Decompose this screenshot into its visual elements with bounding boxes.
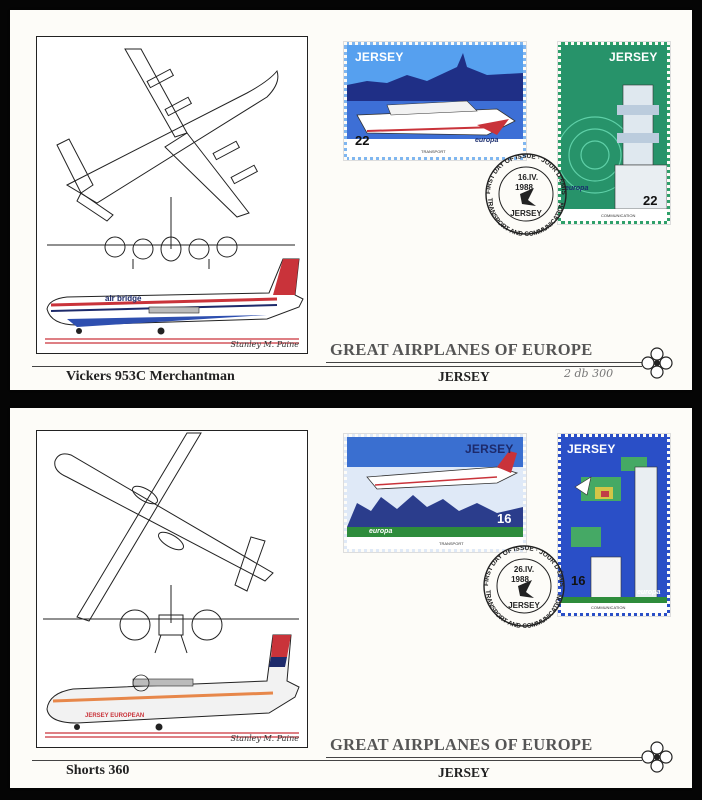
country-name: JERSEY — [438, 369, 490, 384]
plane-name: Shorts 360 — [66, 763, 130, 778]
stamp-brand: JERSEY — [355, 50, 404, 64]
stamp-transport: JERSEY 22 europa TRANSPORT — [343, 41, 527, 161]
shorts-drawing: JERSEY EUROPEAN — [43, 432, 300, 738]
cachet-illustration: JERSEY EUROPEAN Stanley M. Paine — [36, 430, 308, 748]
europa-label: europa — [637, 589, 661, 596]
stamp-art-aircraft — [347, 437, 523, 549]
stamp-art-ferry — [347, 45, 523, 157]
artist-signature: Stanley M. Paine — [230, 734, 300, 743]
cachet-illustration: air bridge Stanley M. Paine — [36, 36, 308, 354]
stamp-value: 16 — [571, 573, 586, 588]
clover-logo-icon — [641, 741, 673, 773]
europa-label: europa — [475, 137, 499, 144]
series-title: GREAT AIRPLANES OF EUROPE — [330, 340, 593, 359]
artist-signature: Stanley M. Paine — [230, 340, 300, 349]
stamp-art-tower — [561, 45, 667, 221]
stamp-communication: JERSEY 22 europa COMMUNICATION — [557, 41, 671, 225]
vickers-drawing: air bridge — [45, 48, 304, 344]
bottom-rule — [32, 366, 642, 367]
stamp-brand: JERSEY — [609, 50, 658, 64]
stamp-caption: TRANSPORT — [421, 149, 446, 154]
first-day-postmark: FIRST DAY OF ISSUE · JOUR D'ÉMISSION TRA… — [478, 146, 567, 238]
pencil-note: 2 db 300 — [564, 367, 614, 380]
europa-label: europa — [565, 185, 589, 192]
stamp-art-weather-radar — [561, 437, 667, 613]
bottom-rule — [32, 760, 642, 761]
postmark-year: 1988 — [511, 575, 529, 584]
plane-name: Vickers 953C Merchantman — [66, 369, 235, 384]
stamp-brand: JERSEY — [465, 442, 514, 456]
stamp-communication: JERSEY 16 europa COMMUNICATION — [557, 433, 671, 617]
stamp-value: 16 — [497, 511, 512, 526]
stamp-value: 22 — [355, 133, 370, 148]
europa-label: europa — [369, 528, 393, 535]
postmark-year: 1988 — [515, 183, 533, 192]
stamp-caption: TRANSPORT — [439, 541, 464, 546]
title-rule — [326, 362, 642, 363]
postmark-place: JERSEY — [508, 601, 540, 610]
stamp-brand: JERSEY — [567, 442, 616, 456]
series-title: GREAT AIRPLANES OF EUROPE — [330, 735, 593, 754]
stamp-caption: COMMUNICATION — [601, 213, 636, 218]
windmill-icon — [518, 580, 534, 598]
windmill-icon — [520, 188, 536, 206]
first-day-cover-1: air bridge Stanley M. Paine JERSEY 22 eu… — [10, 10, 692, 390]
first-day-cover-2: JERSEY EUROPEAN Stanley M. Paine JERSEY … — [10, 408, 692, 788]
clover-logo-icon — [641, 347, 673, 379]
postmark-place: JERSEY — [510, 209, 542, 218]
stamp-value: 22 — [643, 193, 658, 208]
stamp-caption: COMMUNICATION — [591, 605, 626, 610]
livery-text: JERSEY EUROPEAN — [85, 713, 144, 719]
title-rule — [326, 757, 642, 758]
postmark-date: 16.IV. — [518, 173, 538, 182]
country-name: JERSEY — [438, 765, 490, 780]
livery-text: air bridge — [105, 294, 142, 303]
stamp-transport: JERSEY 16 europa TRANSPORT — [343, 433, 527, 553]
first-day-postmark: FIRST DAY OF ISSUE · JOUR D'ÉMISSION TRA… — [476, 538, 565, 630]
postmark-date: 26.IV. — [514, 565, 534, 574]
